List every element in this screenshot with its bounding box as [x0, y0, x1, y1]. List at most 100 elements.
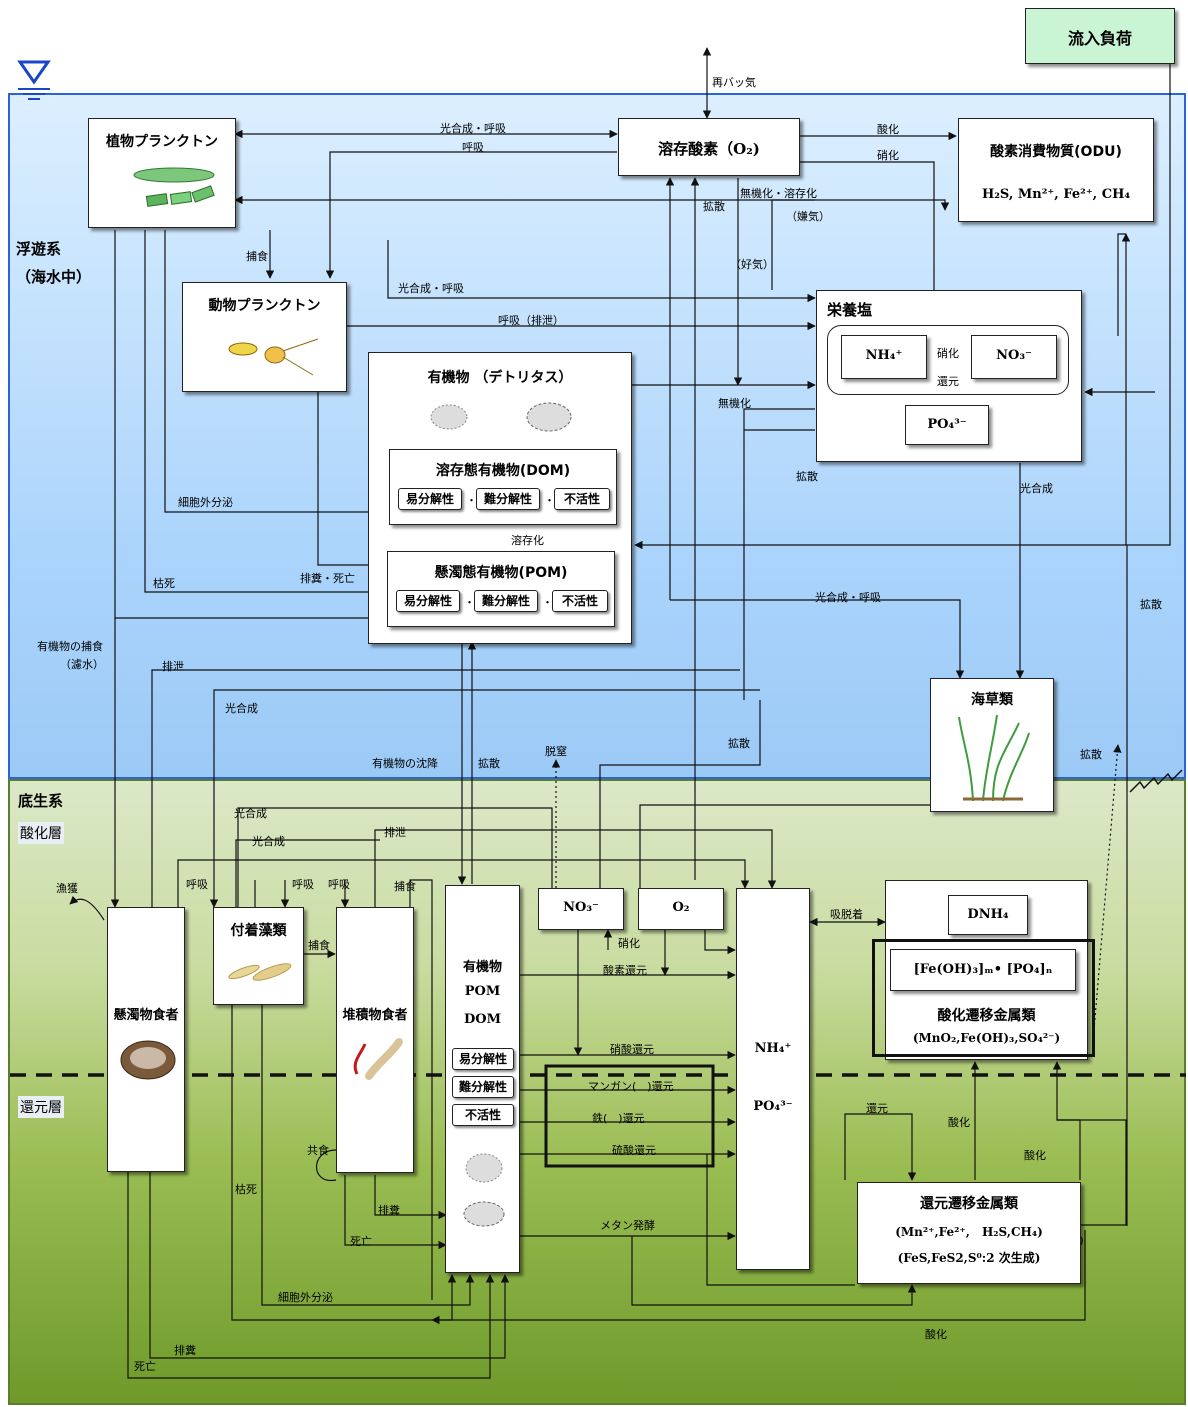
sediment-organic-box: 有機物 POM DOM 易分解性 難分解性 不活性: [445, 885, 520, 1273]
pom-dot-2: ・: [542, 596, 553, 609]
nitrogen-cycle-group: [827, 325, 1069, 395]
excretion-label: 排泄: [162, 660, 184, 673]
photo-resp-label-3: 光合成・呼吸: [815, 591, 881, 604]
mineral-dissolve-label: 無機化・溶存化: [740, 187, 817, 200]
sediment-detritus-icon: [463, 1153, 505, 1227]
dom-dot-2: ・: [544, 494, 555, 507]
reduced-metals-box: 還元遷移金属類 (Mn²⁺,Fe²⁺, H₂S,CH₄) (FeS,FeS2,S…: [857, 1182, 1081, 1284]
fe-po4-label: [Fe(OH)₃]ₘ• [PO₄]ₙ: [913, 962, 1053, 977]
oxidized-metals-frame: [872, 939, 1095, 1057]
dom-dot-1: ・: [466, 494, 477, 507]
benthic-excretion-label: 排泄: [384, 826, 406, 839]
death-label-2: 死亡: [134, 1360, 156, 1373]
organic-predation-label: 有機物の捕食: [37, 640, 103, 653]
suspension-feeder-box: 懸濁物食者: [107, 907, 185, 1172]
benthic-resp-label-3: 呼吸: [328, 878, 350, 891]
oxidation-label-4: 酸化: [925, 1328, 947, 1341]
phytoplankton-icon: [133, 167, 215, 207]
dom-box: 溶存態有機物(DOM) 易分解性 ・ 難分解性 ・ 不活性: [389, 449, 617, 525]
exudation-label-2: 細胞外分泌: [278, 1291, 333, 1304]
nutrients-box: 栄養塩 NH₄⁺ NO₃⁻ 硝化 還元 PO₄³⁻: [816, 290, 1082, 462]
oxidized-metals-label: 酸化遷移金属類: [937, 1008, 1036, 1024]
seagrass-icon: [958, 714, 1030, 802]
odu-box: 酸素消費物質(ODU) H₂S, Mn²⁺, Fe²⁺, CH₄: [958, 118, 1154, 222]
cannibalism-label: 共食: [307, 1144, 329, 1157]
dnh4-box: DNH₄: [948, 895, 1028, 935]
sediment-nh4-label: NH₄⁺: [754, 1041, 792, 1056]
diffusion-label-5: 拡散: [1080, 748, 1102, 761]
benthic-grazing-label-2: 捕食: [308, 939, 330, 952]
suspension-feeder-label: 懸濁物食者: [113, 1008, 179, 1023]
po4-box: PO₄³⁻: [905, 405, 989, 445]
pom-label: 懸濁態有機物(POM): [434, 565, 568, 581]
pom-dot-1: ・: [464, 596, 475, 609]
sediment-inert-chip: 不活性: [452, 1104, 514, 1126]
manganese-reduction-label: マンガン( )還元: [588, 1080, 674, 1093]
feces-death-label: 排糞・死亡: [300, 572, 355, 585]
benthic-resp-label-2: 呼吸: [292, 878, 314, 891]
nitrification-short-label: 硝化: [937, 347, 959, 360]
oxidized-layer-label: 酸化層: [18, 822, 64, 844]
reduction-label-2: 還元: [866, 1102, 888, 1115]
seagrass-label: 海草類: [971, 692, 1013, 708]
adsorption-label: 吸脱着: [830, 908, 863, 921]
dom-labile-chip: 易分解性: [398, 488, 462, 510]
grazing-label: 捕食: [246, 250, 268, 263]
dissolved-oxygen-box: 溶存酸素（O₂): [618, 118, 800, 176]
methane-fermentation-label: メタン発酵: [600, 1219, 655, 1232]
fishing-label: 漁獲: [56, 882, 78, 895]
detritus-icon: [430, 402, 572, 432]
oxidized-metals-box: DNH₄ [Fe(OH)₃]ₘ• [PO₄]ₙ 酸化遷移金属類 (MnO₂,Fe…: [872, 880, 1095, 1060]
diatom-icon: [228, 963, 292, 981]
deposit-feeder-label: 堆積物食者: [342, 1008, 408, 1023]
phytoplankton-box: 植物プランクトン: [88, 118, 236, 228]
diffusion-label-6: 拡散: [1140, 598, 1162, 611]
filtering-label: （濾水）: [60, 658, 104, 671]
deposit-feeder-box: 堆積物食者: [336, 907, 414, 1173]
settling-label: 有機物の沈降: [372, 757, 438, 770]
dom-refractory-chip: 難分解性: [476, 488, 540, 510]
nitrate-reduction-label: 硝酸還元: [610, 1043, 654, 1056]
no3-box: NO₃⁻: [971, 335, 1057, 379]
inflow-load-label: 流入負荷: [1067, 29, 1132, 48]
dnh4-label: DNH₄: [967, 907, 1009, 922]
benthic-grazing-label: 捕食: [394, 880, 416, 893]
no3-label: NO₃⁻: [996, 348, 1032, 363]
oxidation-label-3: 酸化: [1024, 1149, 1046, 1162]
diffusion-label-4: 拡散: [728, 737, 750, 750]
reduced-layer-label: 還元層: [18, 1096, 64, 1118]
diffusion-label-2: 拡散: [796, 470, 818, 483]
benthic-photo-label-1: 光合成: [234, 807, 267, 820]
feces-label-2: 排糞: [174, 1344, 196, 1357]
nutrients-label: 栄養塩: [827, 301, 873, 319]
reaeration-label: 再バッ気: [712, 76, 756, 89]
iron-reduction-label: 鉄( )還元: [592, 1112, 645, 1125]
oxidized-metals-formula: (MnO₂,Fe(OH)₃,SO₄²⁻): [912, 1031, 1061, 1045]
water-surface-icon: [17, 60, 51, 100]
diffusion-label-3: 拡散: [478, 757, 500, 770]
benthic-resp-label-1: 呼吸: [186, 878, 208, 891]
resp-excretion-label: 呼吸（排泄）: [498, 314, 564, 327]
sediment-o2-label: O₂: [672, 900, 690, 915]
sediment-no3-label: NO₃⁻: [563, 900, 599, 915]
po4-label: PO₄³⁻: [927, 417, 967, 432]
oxidation-label: 酸化: [877, 123, 899, 136]
phytoplankton-label: 植物プランクトン: [106, 134, 218, 150]
fe-po4-box: [Fe(OH)₃]ₘ• [PO₄]ₙ: [890, 949, 1076, 991]
aerobic-label: （好気）: [730, 258, 774, 271]
sulfate-reduction-label: 硫酸還元: [612, 1144, 656, 1157]
reduction-label: 還元: [937, 375, 959, 388]
death-label: 死亡: [350, 1235, 372, 1248]
seagrass-box: 海草類: [930, 678, 1054, 812]
benthic-photo-label-2: 光合成: [252, 835, 285, 848]
detritus-label: 有機物 （デトリタス）: [427, 370, 573, 386]
attached-algae-box: 付着藻類: [213, 907, 304, 1005]
sediment-nitrification-label: 硝化: [618, 937, 640, 950]
attached-algae-label: 付着藻類: [230, 923, 287, 939]
sediment-o2-box: O₂: [638, 888, 724, 930]
pelagic-label: 浮遊系: [16, 240, 62, 258]
pelagic-sub-label: （海水中）: [16, 268, 92, 286]
inflow-load-box: 流入負荷: [1025, 8, 1175, 64]
